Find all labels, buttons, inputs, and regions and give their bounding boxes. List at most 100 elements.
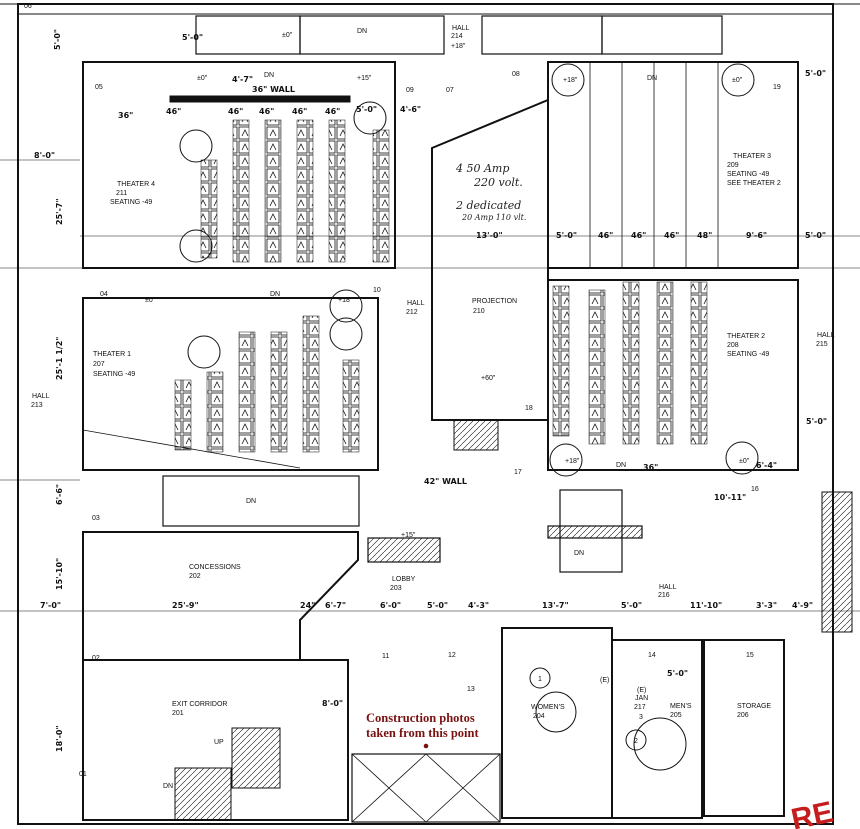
elevation-marks: ±0" +15" +18" +18" ±0" ±0" +18" +60" +18… <box>145 32 750 539</box>
door-tag-16: 16 <box>751 486 759 493</box>
exit-corridor-area <box>82 659 349 821</box>
fixture-1: 1 <box>538 676 542 683</box>
door-tag-12: 12 <box>448 652 456 659</box>
dim-d8: 8'-0" <box>322 699 343 708</box>
dim-p-8: 5'-0" <box>805 231 826 240</box>
dim-d50top: 5'-0" <box>182 33 203 42</box>
mens-number: 205 <box>670 712 682 719</box>
dim-b-6: 5'-0" <box>427 601 448 610</box>
theater-2-seating: SEATING -49 <box>727 351 769 358</box>
door-tag-14: 14 <box>648 652 656 659</box>
lobby-number: 203 <box>390 585 402 592</box>
womens-name: WOMEN'S <box>531 704 565 711</box>
dim-d36b: 36" <box>643 463 658 472</box>
stair-directions: DN DN DN DN DN DN DN DN UP <box>163 28 657 790</box>
dim-l-4: 25'-1 1/2" <box>55 337 64 380</box>
mens-name: MEN'S <box>670 703 692 710</box>
dim-b-12: 4'-9" <box>792 601 813 610</box>
dim-d5a: 5'-0" <box>356 105 377 114</box>
hall-214-number: 214 <box>451 33 463 40</box>
exit-corridor-number: 201 <box>172 710 184 717</box>
dim-b-2: 25'-9" <box>172 601 199 610</box>
theater-3-seating: SEATING -49 <box>727 171 769 178</box>
projection-room <box>431 98 549 451</box>
dn-5: DN <box>246 498 256 505</box>
wall-36-note: 36" WALL <box>252 85 295 94</box>
theater-4-dims: 46" 46" 46" 46" 46" 36" 4'-7" 5'-0" 4'-6… <box>118 33 826 120</box>
dim-d36a: 36" <box>118 111 133 120</box>
dim-p-3: 46" <box>598 231 613 240</box>
door-tag-01: 01 <box>79 771 87 778</box>
dim-p-6: 48" <box>697 231 712 240</box>
dim-d4a: 4'-6" <box>400 105 421 114</box>
door-tags: 01 02 03 04 05 06 07 08 09 10 11 12 13 1… <box>24 3 781 778</box>
dim-b-11: 3'-3" <box>756 601 777 610</box>
dim-t4-3: 46" <box>259 107 274 116</box>
theater-4 <box>82 61 396 269</box>
door-tag-17: 17 <box>514 469 522 476</box>
door-tag-18: 18 <box>525 405 533 412</box>
dim-d1011: 10'-11" <box>714 493 746 502</box>
theater-3-note: SEE THEATER 2 <box>727 180 781 187</box>
theater-4-number: 211 <box>116 190 127 197</box>
elev-plus18-3: +18" <box>338 297 353 304</box>
projection-name: PROJECTION <box>472 298 517 305</box>
up-1: UP <box>214 739 224 746</box>
dim-p-2: 5'-0" <box>556 231 577 240</box>
hall-215-number: 215 <box>816 341 828 348</box>
dn-4: DN <box>270 291 280 298</box>
dim-p-7: 9'-6" <box>746 231 767 240</box>
dn-2: DN <box>264 72 274 79</box>
dim-l-3: 25'-7" <box>55 198 64 225</box>
dim-d5right: 5'-0" <box>805 69 826 78</box>
dim-d5c: 5'-0" <box>806 417 827 426</box>
hall-215-name: HALL <box>817 332 835 339</box>
elev-plus18-4: +18" <box>565 458 580 465</box>
dim-l-1: 5'-0" <box>53 29 62 50</box>
dim-t4-5: 46" <box>325 107 340 116</box>
dn-1: DN <box>357 28 367 35</box>
theater-1-name: THEATER 1 <box>93 351 131 358</box>
room-labels: THEATER 4 211 SEATING -49 THEATER 3 209 … <box>31 25 835 720</box>
construction-photo-callout: Construction photos taken from this poin… <box>366 711 479 749</box>
left-dims: 5'-0" 8'-0" 25'-7" 25'-1 1/2" 6'-6" 15'-… <box>34 29 64 752</box>
theater-2-name: THEATER 2 <box>727 333 765 340</box>
projection-dims: 13'-0" 5'-0" 46" 46" 46" 48" 9'-6" 5'-0" <box>476 231 826 240</box>
hall-216-name: HALL <box>659 584 677 591</box>
elev-plus60: +60" <box>481 375 496 382</box>
door-tag-02: 02 <box>92 655 100 662</box>
dim-d5d: 5'-0" <box>667 669 688 678</box>
photo-point-marker <box>423 743 429 749</box>
elev-plus15-1: +15" <box>357 75 372 82</box>
restrooms <box>351 627 785 823</box>
hall-214-name: HALL <box>452 25 470 32</box>
dn-8: DN <box>163 783 173 790</box>
door-tag-06: 06 <box>24 3 32 10</box>
middle-stairs <box>162 475 643 573</box>
fixture-e1: (E) <box>600 677 609 684</box>
bottom-dims: 7'-0" 25'-9" 24" 6'-7" 6'-0" 5'-0" 4'-3"… <box>40 601 813 610</box>
hall-216-number: 216 <box>658 592 670 599</box>
theater-3 <box>547 61 799 269</box>
theater-1 <box>82 289 379 471</box>
elev-zero-1: ±0" <box>197 75 208 82</box>
dn-6: DN <box>574 550 584 557</box>
elev-plus18-1: +18" <box>451 43 466 50</box>
dim-l-7: 18'-0" <box>55 725 64 752</box>
storage-number: 206 <box>737 712 749 719</box>
dim-t4-2: 46" <box>228 107 243 116</box>
elev-zero-4: ±0" <box>739 458 750 465</box>
dim-d64: 6'-4" <box>756 461 777 470</box>
fixture-tags: 1 2 3 (E) (E) <box>538 676 646 745</box>
door-tag-19: 19 <box>773 84 781 91</box>
dim-l-6: 15'-10" <box>55 558 64 590</box>
door-tag-08: 08 <box>512 71 520 78</box>
theater-3-name: THEATER 3 <box>733 153 771 160</box>
door-tag-05: 05 <box>95 84 103 91</box>
door-tag-13: 13 <box>467 686 475 693</box>
door-tag-11: 11 <box>382 653 389 660</box>
dn-3: DN <box>647 75 657 82</box>
dim-l-5: 6'-6" <box>55 484 64 505</box>
wall-42-note: 42" WALL <box>424 477 467 486</box>
